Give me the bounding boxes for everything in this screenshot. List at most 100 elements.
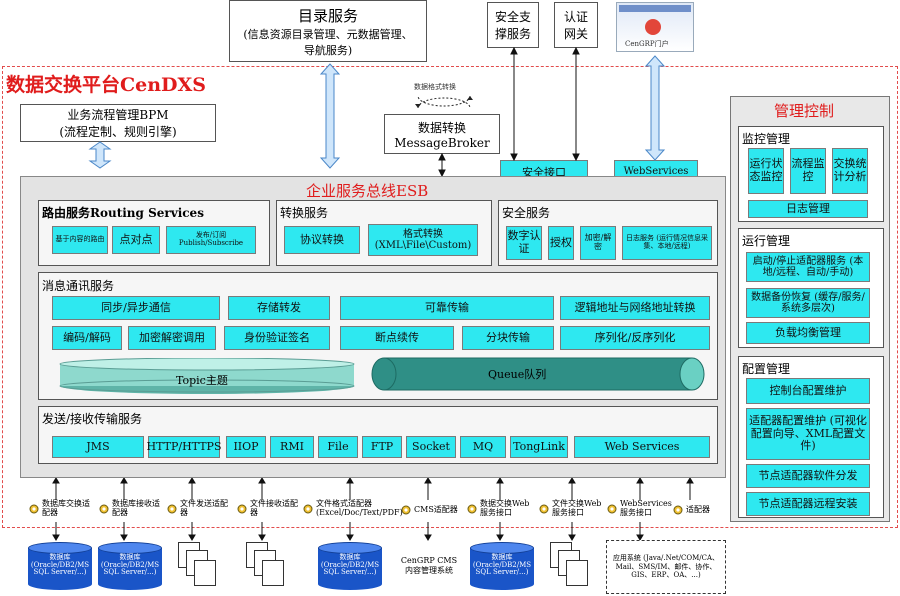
queue-cylinder — [371, 357, 705, 391]
database-1-label: 数据库 (Oracle/DB2/MS SQL Server/...) — [30, 553, 90, 577]
adapter-data-ws-label: 数据交换Web服务接口 — [480, 499, 530, 517]
log-service: 日志服务 (运行情况信息采集、本地/远程) — [622, 226, 712, 260]
catalog-double-arrow — [319, 63, 341, 169]
transport-socket: Socket — [406, 436, 456, 458]
queue-label: Queue队列 — [488, 368, 547, 381]
authorization-label: 授权 — [550, 235, 572, 249]
ops-title: 运行管理 — [742, 234, 791, 248]
transport-iiop-label: IIOP — [233, 439, 259, 453]
broker-title: 数据转换 — [417, 120, 466, 135]
adapter-db-receive-label: 数据库接收适配器 — [112, 499, 160, 517]
sync-async-comm: 同步/异步通信 — [52, 296, 220, 320]
encryption-decryption: 加密/解密 — [580, 226, 616, 260]
document-icon — [262, 560, 284, 586]
portal-chart-icon — [645, 19, 661, 35]
adapter-file-ws-label: 文件交换Web服务接口 — [552, 499, 602, 517]
file-stack-2 — [246, 542, 286, 592]
application-systems-label: 应用系统 (Java/.Net/COM/CA、Mail、SMS/IM、邮件、协作… — [612, 553, 720, 580]
transport-file: File — [318, 436, 358, 458]
adapter-webservices-label: WebServices服务接口 — [620, 499, 672, 517]
adapter-file-receive-label: 文件接收适配器 — [250, 499, 298, 517]
adapter-db-send-label: 数据库交换适配器 — [42, 499, 90, 517]
adapter-distribution: 节点适配器软件分发 — [746, 464, 870, 488]
console-config: 控制台配置维护 — [746, 378, 870, 404]
log-management-label: 日志管理 — [786, 201, 830, 215]
adapter-file-format-label: 文件格式适配器 (Excel/Doc/Text/PDF) — [316, 499, 403, 517]
gear-icon — [237, 504, 247, 514]
transport-tonglink-label: TongLink — [513, 439, 565, 453]
adapter-cms-label: CMS适配器 — [414, 504, 458, 514]
database-4: 数据库 (Oracle/DB2/MS SQL Server/...) — [470, 542, 534, 590]
database-2-label: 数据库 (Oracle/DB2/MS SQL Server/...) — [100, 553, 160, 577]
webservices-interface-label: WebServices — [623, 166, 689, 178]
catalog-service-desc: (信息资源目录管理、元数据管理、导航服务) — [243, 27, 413, 57]
encode-decode-label: 编码/解码 — [63, 330, 111, 344]
platform-title: 数据交换平台CenDXS — [6, 74, 206, 96]
auth-gateway-label: 认证网关 — [563, 10, 588, 41]
bpm-desc: (流程定制、规则引擎) — [59, 125, 177, 139]
address-translation: 逻辑地址与网络地址转换 — [560, 296, 710, 320]
document-icon — [194, 560, 216, 586]
transport-jms-label: JMS — [86, 439, 110, 453]
adapter-config-label: 适配器配置维护 (可视化配置向导、XML配置文件) — [749, 414, 867, 453]
routing-content-based-label: 基于内容的路由 — [55, 235, 105, 244]
protocol-conversion: 协议转换 — [284, 226, 360, 254]
adapter-remote-install: 节点适配器远程安装 — [746, 492, 870, 516]
security-services-title: 安全服务 — [502, 206, 551, 220]
transport-rmi-label: RMI — [280, 439, 304, 453]
store-forward: 存储转发 — [228, 296, 330, 320]
application-systems: 应用系统 (Java/.Net/COM/CA、Mail、SMS/IM、邮件、协作… — [606, 540, 726, 594]
transport-mq-label: MQ — [472, 439, 494, 453]
topic-cylinder — [59, 358, 355, 394]
platform-frame — [2, 66, 898, 528]
identity-signature: 身份验证签名 — [224, 326, 330, 350]
transport-iiop: IIOP — [226, 436, 266, 458]
transport-socket-label: Socket — [412, 439, 450, 453]
gear-icon — [673, 505, 683, 515]
serialization: 序列化/反序列化 — [560, 326, 710, 350]
adapter-remote-install-label: 节点适配器远程安装 — [758, 496, 858, 510]
portal-header-bar — [619, 5, 691, 12]
adapter-webservices: WebServices服务接口 — [606, 499, 672, 518]
management-title: 管理控制 — [774, 102, 835, 120]
authorization: 授权 — [548, 226, 574, 260]
transport-webservices-label: Web Services — [604, 439, 680, 453]
serialization-label: 序列化/反序列化 — [594, 330, 676, 344]
adapter-db-receive: 数据库接收适配器 — [98, 499, 164, 518]
gear-icon — [303, 504, 313, 514]
security-interface-label: 安全接口 — [522, 165, 566, 179]
transport-jms: JMS — [52, 436, 144, 458]
transport-tonglink: TongLink — [510, 436, 568, 458]
gear-icon — [29, 504, 39, 514]
routing-point-to-point-label: 点对点 — [119, 232, 153, 246]
resume-transfer: 断点续传 — [340, 326, 454, 350]
messaging-services-title: 消息通讯服务 — [42, 279, 115, 293]
adapter-file-receive: 文件接收适配器 — [236, 499, 298, 518]
auth-gateway-box: 认证网关 — [554, 2, 598, 48]
transport-http-label: HTTP/HTTPS — [146, 439, 222, 453]
routing-publish-subscribe: 发布/订阅 Publish/Subscribe — [166, 226, 256, 254]
gear-icon — [401, 505, 411, 515]
digital-authentication: 数字认证 — [506, 226, 542, 260]
adapter-distribution-label: 节点适配器软件分发 — [758, 468, 858, 482]
cms-system-label: CenGRP CMS 内容管理系统 — [400, 556, 458, 575]
adapter-generic: 适配器 — [672, 504, 726, 516]
format-conversion-label: 格式转换 (XML\File\Custom) — [374, 228, 472, 252]
monitor-title: 监控管理 — [742, 132, 791, 146]
portal-label: CenGRP门户 — [625, 40, 669, 48]
adapter-generic-label: 适配器 — [686, 504, 710, 514]
catalog-service-title: 目录服务 — [297, 6, 358, 25]
runtime-status-monitor-label: 运行状态监控 — [749, 157, 783, 183]
transport-rmi: RMI — [270, 436, 314, 458]
runtime-status-monitor: 运行状态监控 — [748, 148, 784, 194]
log-management: 日志管理 — [748, 200, 868, 218]
protocol-conversion-label: 协议转换 — [300, 232, 344, 246]
cms-system: CenGRP CMS 内容管理系统 — [398, 546, 460, 586]
sync-async-comm-label: 同步/异步通信 — [101, 300, 171, 314]
format-conversion: 格式转换 (XML\File\Custom) — [368, 224, 478, 256]
backup-restore: 数据备份恢复 (缓存/服务/系统多层次) — [746, 288, 870, 318]
transport-services-title: 发送/接收传输服务 — [42, 412, 143, 426]
routing-publish-subscribe-label: 发布/订阅 Publish/Subscribe — [178, 231, 244, 247]
broker-caption: 数据格式转换 — [414, 83, 456, 91]
gear-icon — [607, 504, 617, 514]
